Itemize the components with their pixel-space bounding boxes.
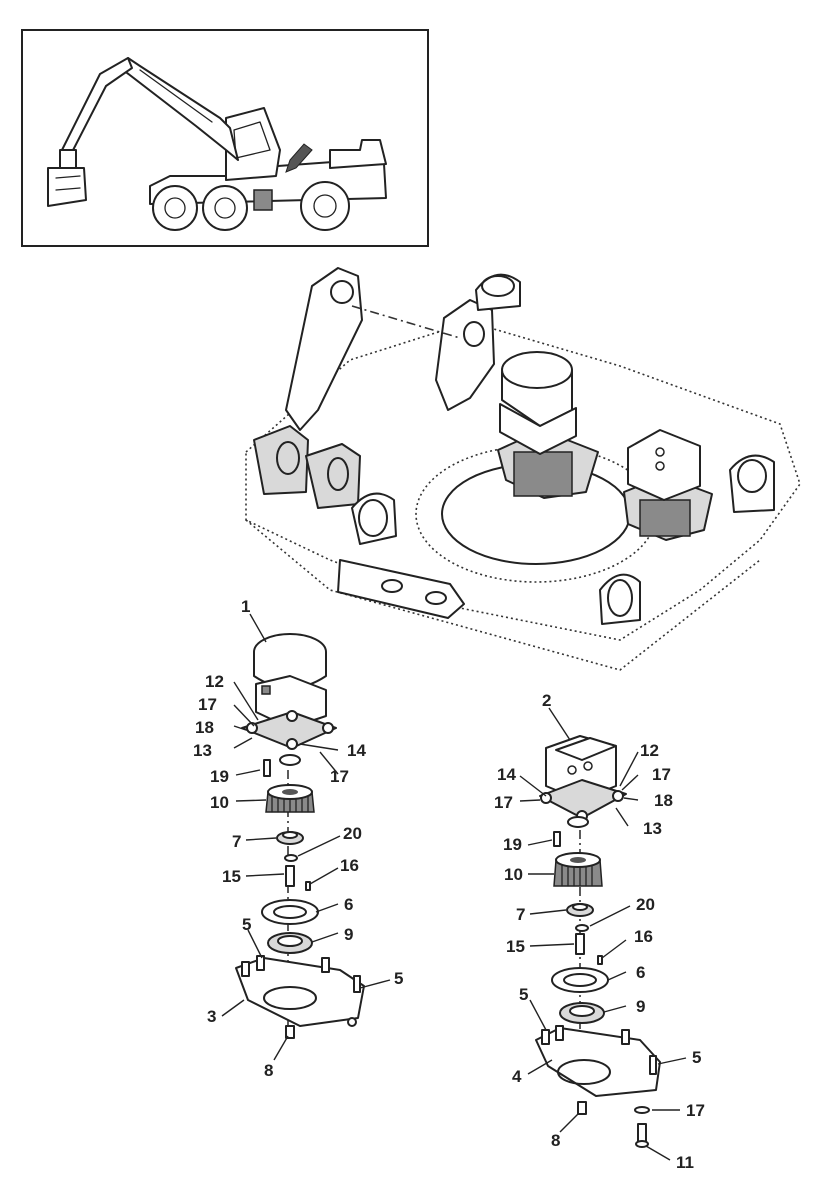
harvester-machine-icon xyxy=(47,57,387,231)
callout-10-left: 10 xyxy=(210,793,229,812)
callout-labels: 1 12 17 18 13 14 17 19 10 7 20 15 16 6 9… xyxy=(193,597,705,1172)
callout-9-left: 9 xyxy=(344,925,353,944)
callout-12-left: 12 xyxy=(205,672,224,691)
callout-7-left: 7 xyxy=(232,832,241,851)
callout-2-right: 2 xyxy=(542,691,551,710)
right-exploded-assembly xyxy=(535,735,661,1148)
slewing-motor-icon xyxy=(545,735,617,801)
callout-20-left: 20 xyxy=(343,824,362,843)
callout-15-left: 15 xyxy=(222,867,241,886)
callout-19-left: 19 xyxy=(210,767,229,786)
callout-17-left-b: 17 xyxy=(330,767,349,786)
callout-16-left: 16 xyxy=(340,856,359,875)
callout-20-right: 20 xyxy=(636,895,655,914)
callout-7-right: 7 xyxy=(516,905,525,924)
callout-18-right: 18 xyxy=(654,791,673,810)
callout-15-right: 15 xyxy=(506,937,525,956)
pinion-gear-icon xyxy=(553,852,603,887)
left-exploded-assembly xyxy=(235,633,365,1039)
callout-6-left: 6 xyxy=(344,895,353,914)
callout-5-left-b: 5 xyxy=(394,969,403,988)
machine-inset xyxy=(21,29,429,247)
leader-lines xyxy=(221,613,687,1161)
callout-17-right-c: 17 xyxy=(686,1101,705,1120)
callout-11-right: 11 xyxy=(676,1153,694,1172)
slewing-motor-icon xyxy=(253,633,327,729)
pinion-gear-icon xyxy=(265,784,315,813)
callout-13-right: 13 xyxy=(643,819,662,838)
callout-18-left: 18 xyxy=(195,718,214,737)
callout-5-right-b: 5 xyxy=(692,1048,701,1067)
callout-17-right-a: 17 xyxy=(652,765,671,784)
bearing-icon xyxy=(267,932,313,954)
callout-17-left-a: 17 xyxy=(198,695,217,714)
callout-8-right: 8 xyxy=(551,1131,560,1150)
callout-19-right: 19 xyxy=(503,835,522,854)
bracket-plate-icon xyxy=(535,1025,661,1097)
bearing-icon xyxy=(559,1002,605,1024)
turntable-frame-icon xyxy=(245,267,801,671)
location-arrow-icon xyxy=(285,143,313,173)
callout-4-right: 4 xyxy=(512,1067,522,1086)
callout-14-left: 14 xyxy=(347,741,366,760)
callout-1-left: 1 xyxy=(241,597,250,616)
callout-5-left-a: 5 xyxy=(242,915,251,934)
bracket-plate-icon xyxy=(235,955,365,1027)
callout-13-left: 13 xyxy=(193,741,212,760)
callout-17-right-b: 17 xyxy=(494,793,513,812)
callout-9-right: 9 xyxy=(636,997,645,1016)
callout-3-left: 3 xyxy=(207,1007,216,1026)
installed-motor-1 xyxy=(497,351,599,499)
callout-16-right: 16 xyxy=(634,927,653,946)
installed-motor-2 xyxy=(623,429,713,541)
callout-14-right: 14 xyxy=(497,765,516,784)
callout-6-right: 6 xyxy=(636,963,645,982)
callout-12-right: 12 xyxy=(640,741,659,760)
callout-5-right-a: 5 xyxy=(519,985,528,1004)
callout-10-right: 10 xyxy=(504,865,523,884)
callout-8-left: 8 xyxy=(264,1061,273,1080)
